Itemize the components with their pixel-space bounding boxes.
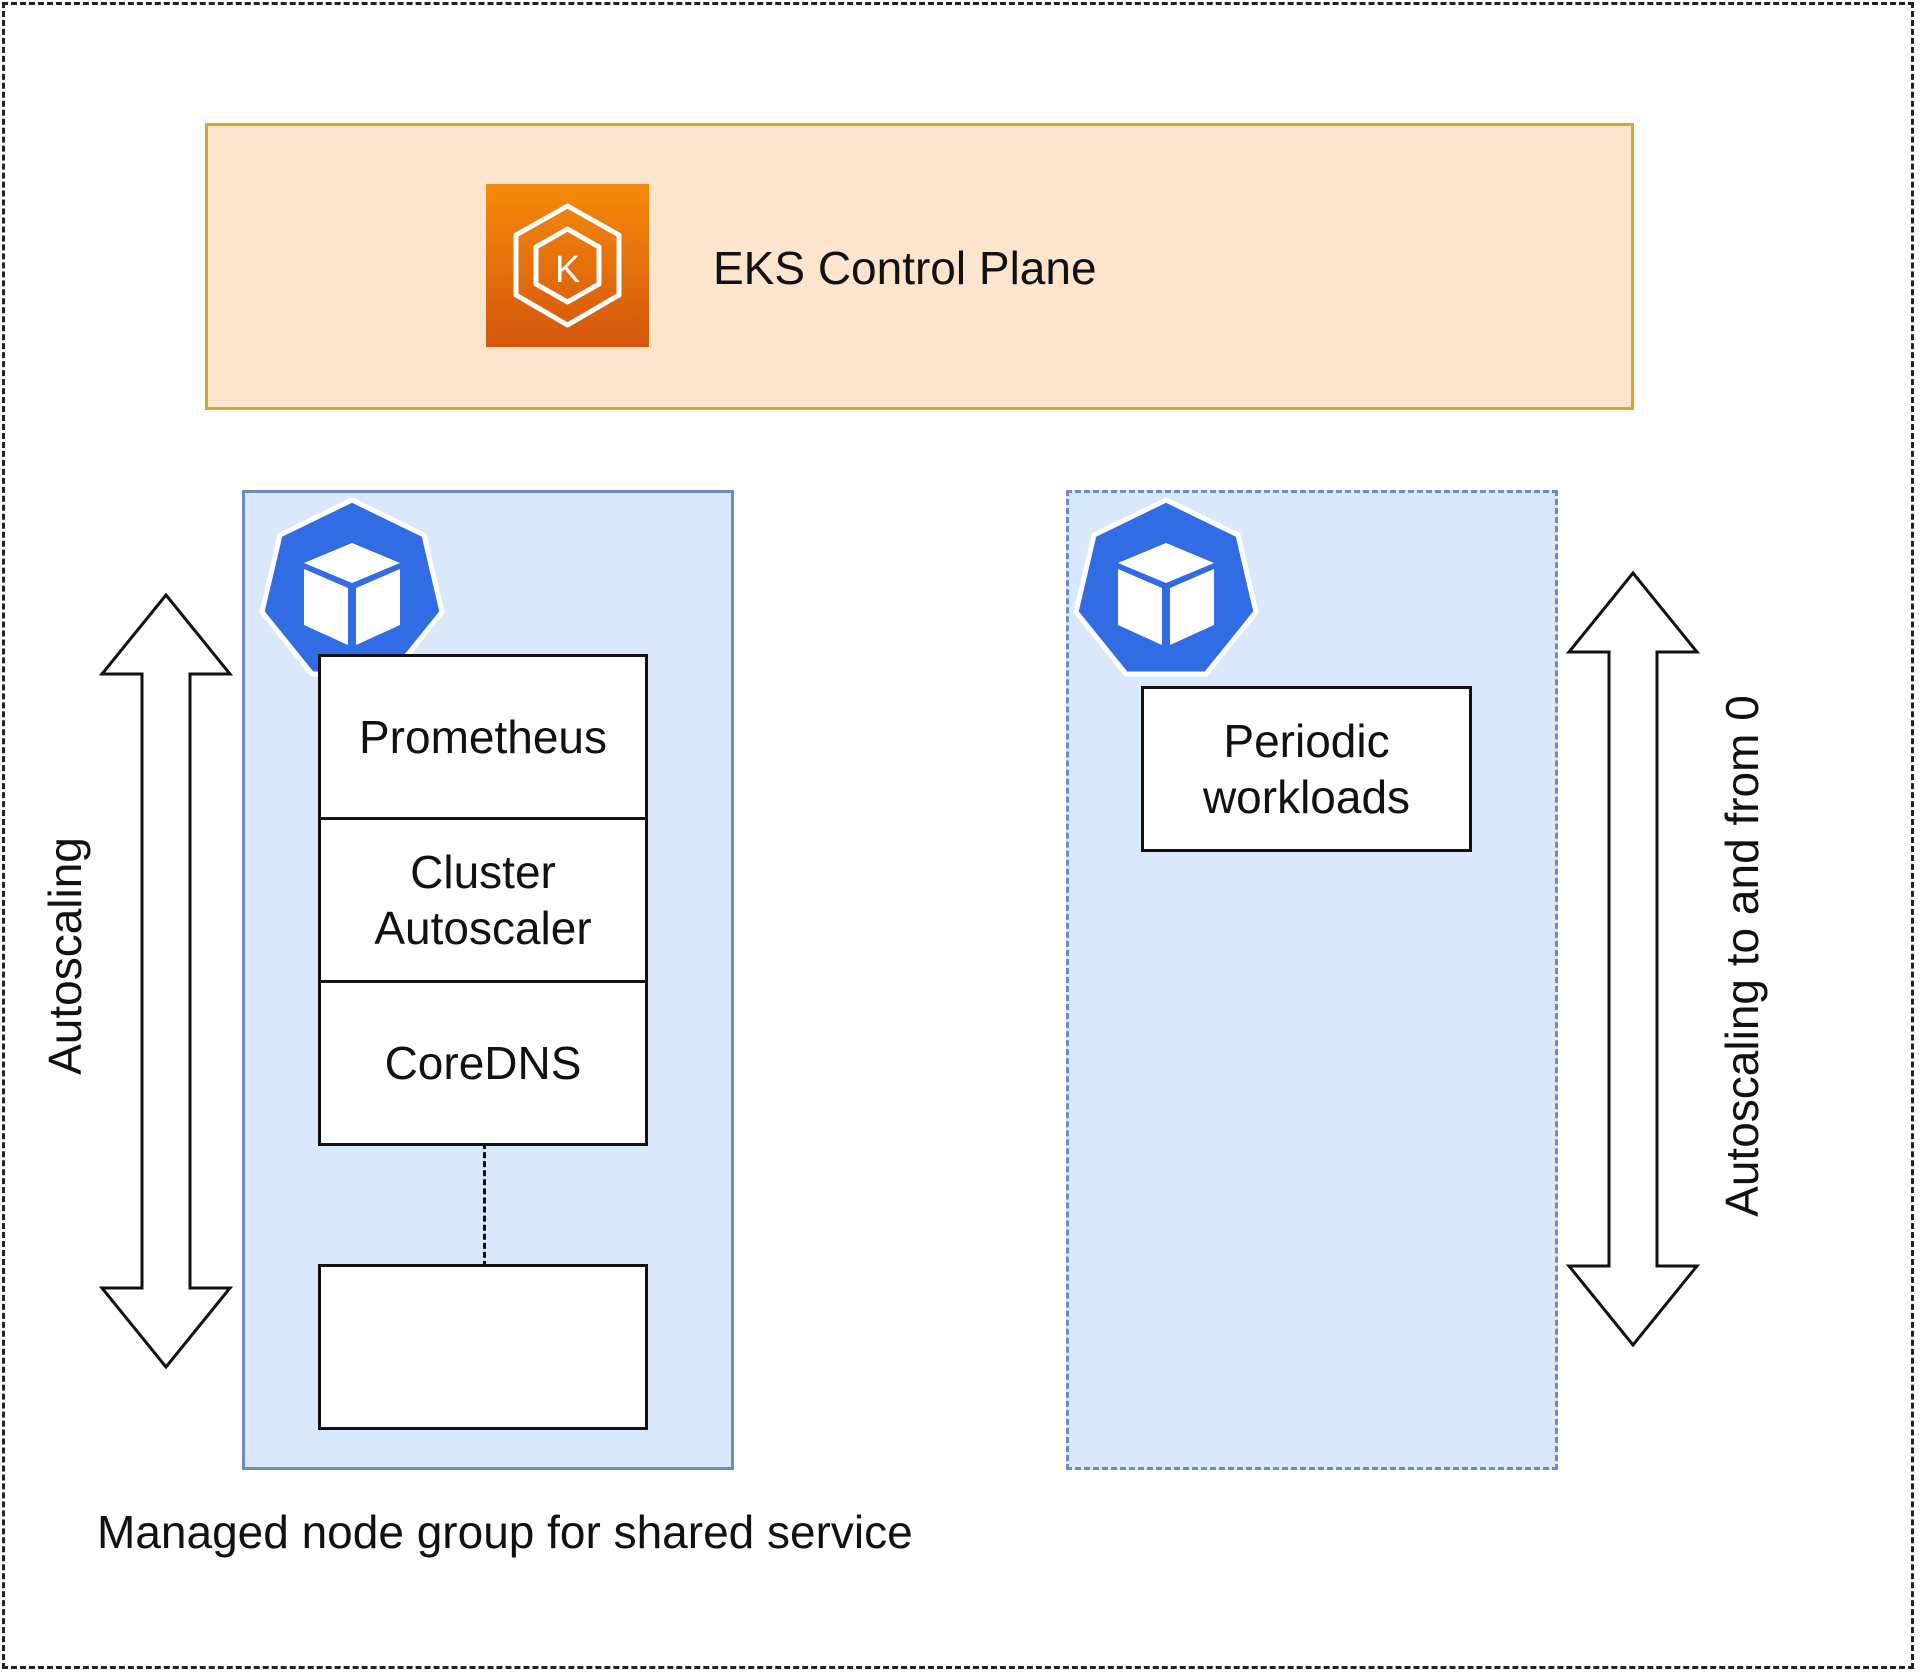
eks-control-plane-box — [205, 123, 1634, 410]
pod-cluster-autoscaler: Cluster Autoscaler — [318, 817, 648, 983]
pod-label: Prometheus — [358, 711, 607, 763]
pod-label: CoreDNS — [384, 1037, 582, 1089]
kubernetes-node-icon — [1073, 497, 1259, 677]
double-arrow-icon — [98, 592, 234, 1370]
pod-label: Periodic workloads — [1202, 715, 1411, 823]
pod-empty — [318, 1264, 648, 1430]
eks-icon: K — [486, 184, 649, 347]
double-arrow-icon — [1565, 570, 1701, 1348]
control-plane-label: EKS Control Plane — [713, 242, 1097, 294]
pod-prometheus: Prometheus — [318, 654, 648, 820]
autoscaling-label: Autoscaling — [39, 837, 91, 1075]
pod-periodic-workloads: Periodic workloads — [1141, 686, 1472, 852]
autoscaling-to-from-zero-label: Autoscaling to and from 0 — [1716, 695, 1768, 1217]
kubernetes-node-icon — [259, 497, 445, 677]
dashed-connector — [483, 1143, 486, 1267]
pod-label: Cluster Autoscaler — [374, 846, 592, 954]
pod-coredns: CoreDNS — [318, 980, 648, 1146]
shared-group-caption: Managed node group for shared service — [97, 1506, 913, 1558]
svg-text:K: K — [555, 249, 580, 291]
